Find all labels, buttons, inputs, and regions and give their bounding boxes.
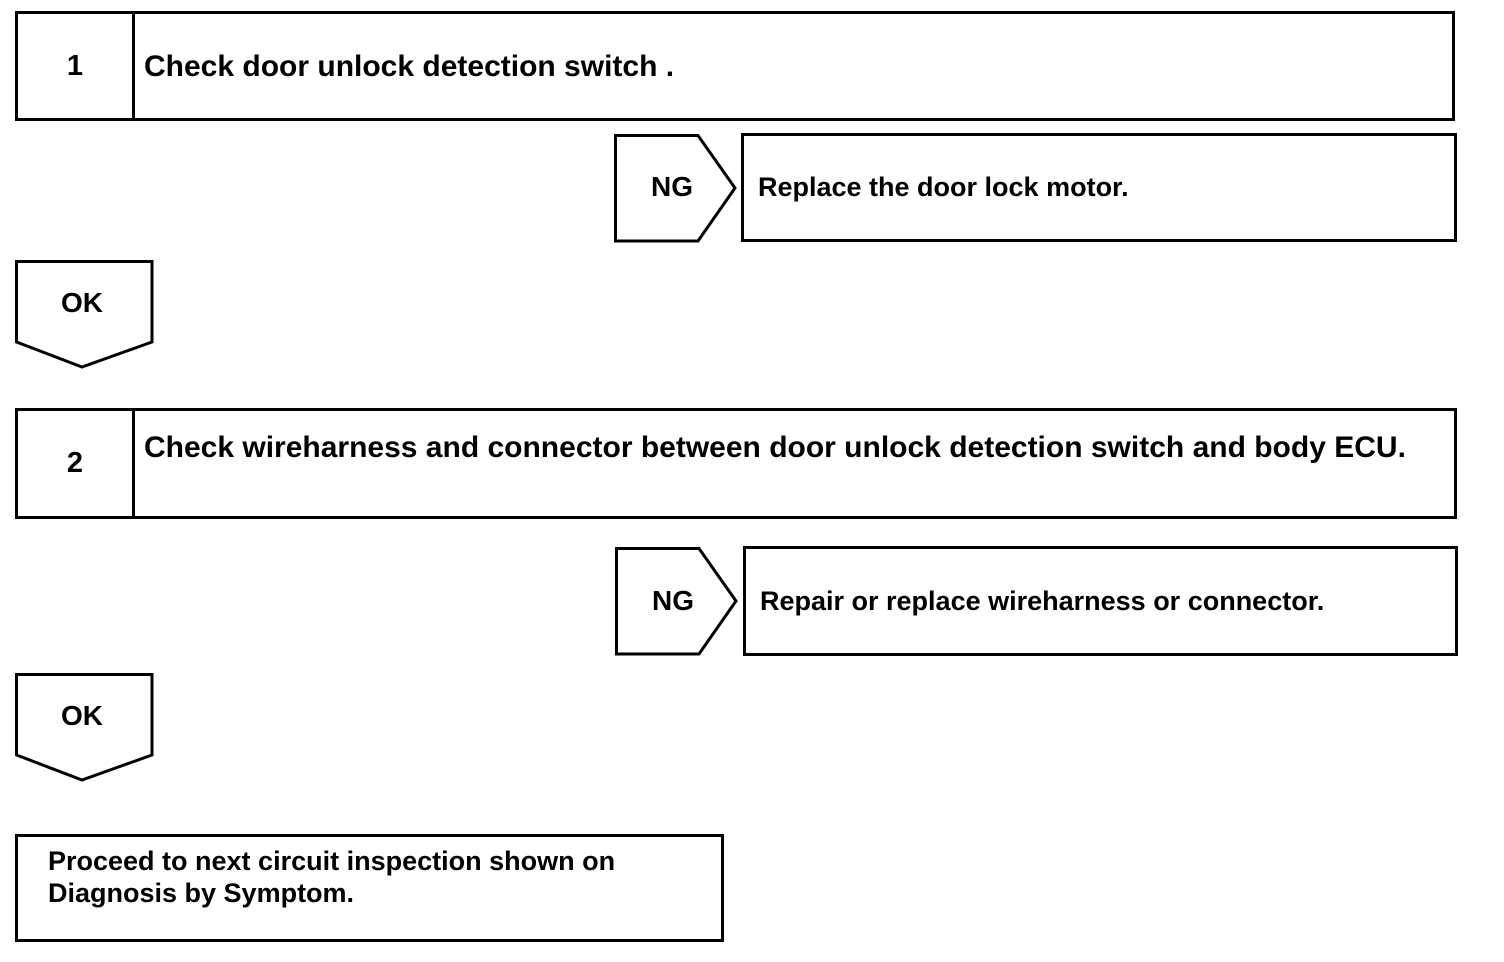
step-1-text: Check door unlock detection switch . <box>144 50 675 83</box>
step-2-number: 2 <box>18 411 135 516</box>
final-instruction-box: Proceed to next circuit inspection shown… <box>15 834 724 942</box>
ng-1-action-text: Replace the door lock motor. <box>758 172 1129 202</box>
ng-1-action-box: Replace the door lock motor. <box>741 133 1457 242</box>
final-instruction-text: Proceed to next circuit inspection shown… <box>48 846 616 908</box>
ok-2-arrow-shape <box>15 673 154 782</box>
ng-1-arrow-shape <box>614 134 737 243</box>
ng-2-arrow-shape <box>615 547 738 656</box>
ng-2-action-box: Repair or replace wireharness or connect… <box>743 546 1458 656</box>
ok-1-label: OK <box>61 287 103 318</box>
step-2-text: Check wireharness and connector between … <box>144 431 1406 464</box>
ok-1-arrow-shape <box>15 260 154 369</box>
step-1-number: 1 <box>18 14 135 118</box>
ok-2-label: OK <box>61 700 103 731</box>
step-2-box: 2 Check wireharness and connector betwee… <box>15 408 1457 519</box>
step-1-box: 1 Check door unlock detection switch . <box>15 11 1455 121</box>
ng-1-label: NG <box>651 171 693 202</box>
ng-2-action-text: Repair or replace wireharness or connect… <box>760 585 1325 616</box>
ng-2-label: NG <box>652 585 694 616</box>
